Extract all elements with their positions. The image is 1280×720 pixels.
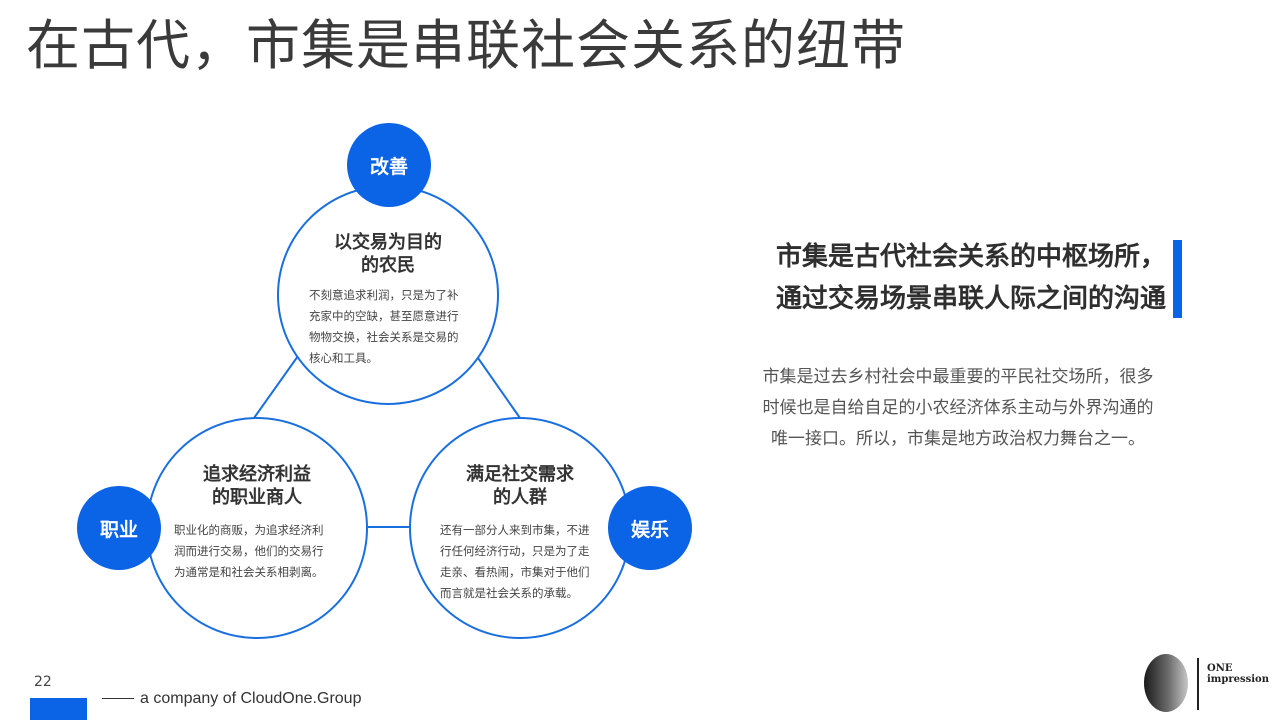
- footer-accent-block: [30, 698, 87, 720]
- description: 市集是过去乡村社会中最重要的平民社交场所，很多 时候也是自给自足的小农经济体系主…: [762, 367, 1154, 449]
- circle-merchants: 追求经济利益 的职业商人 职业化的商贩，为追求经济利 润而进行交易，他们的交易行…: [146, 417, 368, 639]
- footer-rule: [102, 698, 134, 700]
- logo-egg-icon: [1144, 654, 1188, 712]
- connector-top-left: [253, 355, 299, 419]
- circle-farmers-body: 不刻意追求利润，只是为了补 充家中的空缺，甚至愿意进行 物物交换，社会关系是交易…: [309, 288, 459, 365]
- badge-entertainment: 娱乐: [608, 486, 692, 570]
- circle-farmers-title: 以交易为目的 的农民: [334, 232, 442, 276]
- page-number: 22: [34, 674, 52, 690]
- circle-farmers: 以交易为目的 的农民 不刻意追求利润，只是为了补 充家中的空缺，甚至愿意进行 物…: [277, 185, 499, 405]
- circle-merchants-title: 追求经济利益 的职业商人: [203, 464, 311, 508]
- headline-accent-bar: [1173, 240, 1182, 318]
- badge-improve: 改善: [347, 123, 431, 207]
- logo-divider: [1197, 658, 1199, 710]
- circle-social-seekers: 满足社交需求 的人群 还有一部分人来到市集，不进 行任何经济行动，只是为了走 走…: [409, 417, 631, 639]
- headline: 市集是古代社会关系的中枢场所， 通过交易场景串联人际之间的沟通: [775, 242, 1166, 314]
- circle-merchants-body: 职业化的商贩，为追求经济利 润而进行交易，他们的交易行 为通常是和社会关系相剥离…: [174, 523, 324, 579]
- circle-social-seekers-body: 还有一部分人来到市集，不进 行任何经济行动，只是为了走 走亲、看热闹，市集对于他…: [440, 523, 590, 600]
- badge-profession: 职业: [77, 486, 161, 570]
- connector-top-right: [477, 357, 521, 419]
- one-impression-logo: ONE impression: [1140, 652, 1275, 716]
- logo-text: ONE impression: [1207, 663, 1270, 685]
- page-title: 在古代，市集是串联社会关系的纽带: [26, 14, 906, 77]
- footer-company: a company of CloudOne.Group: [102, 690, 361, 708]
- circle-social-seekers-title: 满足社交需求 的人群: [466, 464, 574, 508]
